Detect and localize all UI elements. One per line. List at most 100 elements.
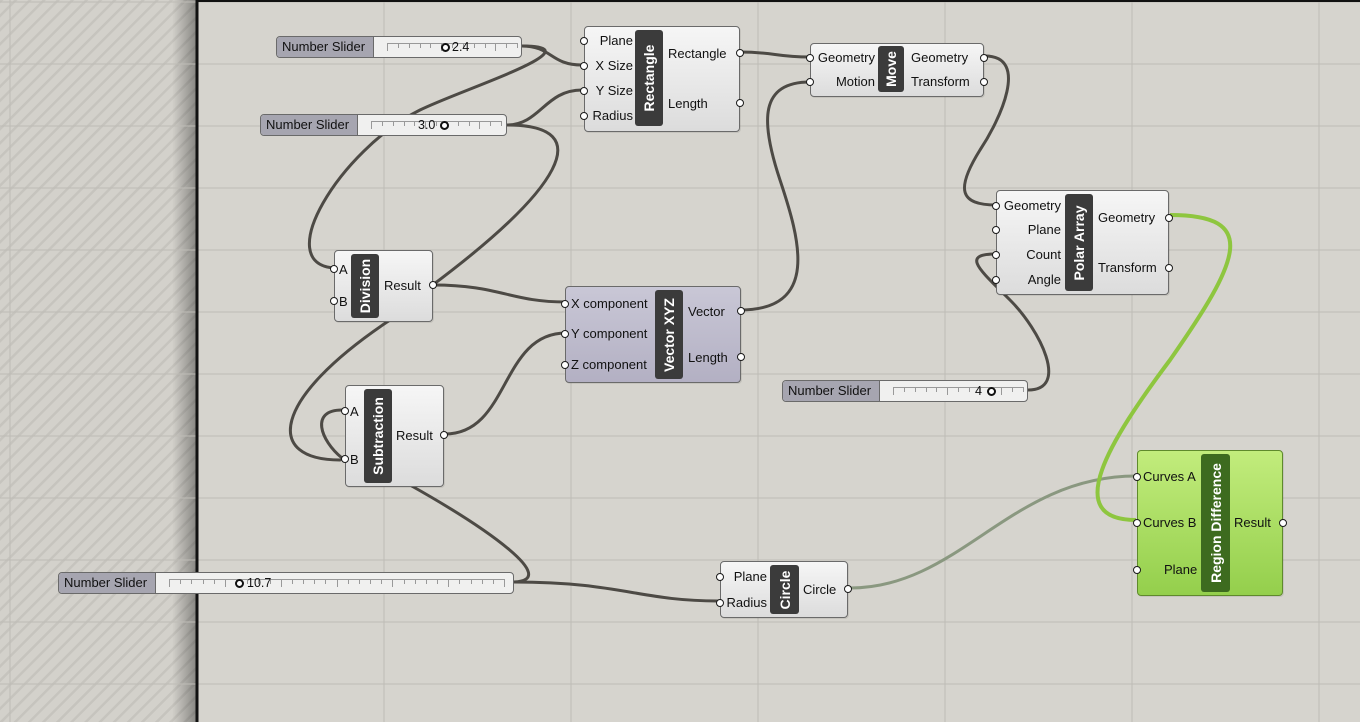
port-geometry-in[interactable] (806, 54, 814, 62)
port-y-size[interactable] (580, 87, 588, 95)
number-slider-3[interactable]: Number Slider 4 (782, 380, 1028, 402)
input-plane: Plane (599, 33, 633, 48)
slider-tick (213, 579, 215, 584)
polar-array-title: Polar Array (1065, 194, 1093, 291)
slider-tick (470, 579, 472, 584)
port-result-out[interactable] (440, 431, 448, 439)
slider-tick (414, 121, 416, 126)
slider-knob[interactable] (441, 43, 450, 52)
slider-label: Number Slider (783, 381, 880, 401)
input-radius: Radius (592, 108, 633, 123)
port-b-in[interactable] (330, 297, 338, 305)
port-x-in[interactable] (561, 300, 569, 308)
port-plane-in[interactable] (1133, 566, 1141, 574)
slider-tick (347, 579, 349, 584)
port-plane-in[interactable] (716, 573, 724, 581)
slider-tick (403, 579, 405, 584)
number-slider-4[interactable]: Number Slider 10.7 (58, 572, 514, 594)
slider-tick (504, 579, 505, 587)
wire-rectangle-to-move (738, 50, 812, 59)
rectangle-component[interactable]: Rectangle Plane X Size Y Size Radius Rec… (580, 26, 744, 132)
input-radius: Radius (726, 595, 767, 610)
port-circle-out[interactable] (844, 585, 852, 593)
input-plane: Plane (1164, 562, 1198, 577)
slider-knob[interactable] (440, 121, 449, 130)
move-component[interactable]: Move Geometry Motion Geometry Transform (806, 43, 988, 97)
slider-tick (490, 121, 492, 126)
slider-tick (202, 579, 204, 584)
slider-tick (459, 579, 461, 584)
port-geometry-in[interactable] (992, 202, 1000, 210)
slider-tick (425, 121, 427, 129)
slider-value: 4 (975, 384, 982, 398)
wire-vector-to-move-motion (738, 80, 812, 312)
slider-tick (336, 579, 338, 587)
slider-tick (1001, 387, 1003, 395)
wire-subtraction-a-to-b (320, 408, 344, 460)
slider-tick (303, 579, 304, 584)
slider-track[interactable] (371, 121, 502, 130)
region-difference-component[interactable]: Region Difference Curves A Curves B Plan… (1133, 450, 1287, 596)
port-result-out[interactable] (1279, 519, 1287, 527)
port-transform-out[interactable] (1165, 264, 1173, 272)
port-vector-out[interactable] (737, 307, 745, 315)
wire-division-to-subtraction (288, 318, 392, 462)
division-component[interactable]: Division A B Result (330, 250, 437, 322)
slider-value: 10.7 (247, 576, 272, 590)
output-length: Length (688, 350, 728, 365)
slider-tick (1012, 387, 1014, 392)
port-radius-in[interactable] (716, 599, 724, 607)
vector-xyz-component[interactable]: Vector XYZ X component Y component Z com… (561, 286, 745, 383)
wire-subtraction-to-vector-y (443, 331, 568, 436)
port-rectangle-out[interactable] (736, 49, 744, 57)
input-curves-b: Curves B (1143, 515, 1197, 530)
slider-value: 2.4 (452, 40, 470, 54)
port-x-size[interactable] (580, 62, 588, 70)
port-radius[interactable] (580, 112, 588, 120)
circle-component[interactable]: Circle Plane Radius Circle (716, 561, 852, 618)
port-a-in[interactable] (330, 265, 338, 273)
subtraction-component[interactable]: Subtraction A B Result (341, 385, 448, 487)
port-a-in[interactable] (341, 407, 349, 415)
port-geometry-out[interactable] (980, 54, 988, 62)
port-plane[interactable] (580, 37, 588, 45)
port-curves-a-in[interactable] (1133, 473, 1141, 481)
wire-division-to-vector-x (431, 283, 568, 304)
input-a: A (339, 262, 348, 277)
slider-tick (403, 121, 405, 126)
wire-slider1-to-division-a (307, 44, 547, 270)
port-length-out[interactable] (737, 353, 745, 361)
port-motion-in[interactable] (806, 78, 814, 86)
slider-knob[interactable] (987, 387, 996, 396)
port-curves-b-in[interactable] (1133, 519, 1141, 527)
number-slider-2[interactable]: Number Slider 3.0 (260, 114, 507, 136)
region-difference-title: Region Difference (1201, 454, 1230, 592)
port-result-out[interactable] (429, 281, 437, 289)
port-transform-out[interactable] (980, 78, 988, 86)
port-length-out[interactable] (736, 99, 744, 107)
slider-track[interactable] (893, 387, 1024, 396)
slider-tick (381, 121, 383, 126)
slider-tick (947, 387, 949, 395)
slider-tick (191, 579, 193, 584)
input-b: B (339, 294, 348, 309)
input-x-component: X component (571, 296, 648, 311)
port-y-in[interactable] (561, 330, 569, 338)
slider-tick (425, 579, 427, 584)
number-slider-1[interactable]: Number Slider 2.4 (276, 36, 522, 58)
input-plane: Plane (733, 569, 767, 584)
port-geometry-out[interactable] (1165, 214, 1173, 222)
slider-track[interactable] (169, 579, 505, 588)
slider-label: Number Slider (261, 115, 358, 135)
port-z-in[interactable] (561, 361, 569, 369)
port-plane-in[interactable] (992, 226, 1000, 234)
port-count-in[interactable] (992, 251, 1000, 259)
port-b-in[interactable] (341, 455, 349, 463)
port-angle-in[interactable] (992, 276, 1000, 284)
slider-knob[interactable] (235, 579, 244, 588)
slider-tick (914, 387, 916, 392)
slider-tick (358, 579, 360, 584)
polar-array-component[interactable]: Polar Array Geometry Plane Count Angle G… (992, 190, 1173, 295)
slider-tick (387, 43, 388, 51)
